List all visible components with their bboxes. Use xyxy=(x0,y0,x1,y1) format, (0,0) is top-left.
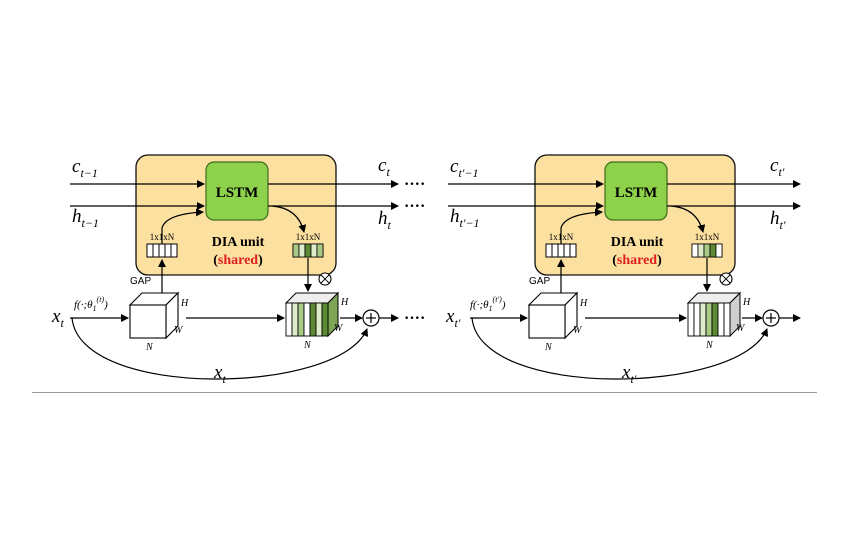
lstm-box xyxy=(205,161,269,221)
multiply-icon xyxy=(318,272,332,286)
add-icon xyxy=(762,309,780,327)
cube-N: N xyxy=(145,342,154,353)
gap-label: GAP xyxy=(529,276,550,287)
gap-vector xyxy=(545,243,577,258)
h-out-label: ht xyxy=(378,208,392,232)
out-N: N xyxy=(705,340,714,351)
cube-N: N xyxy=(544,342,553,353)
cube-H: H xyxy=(579,298,588,309)
attention-vector xyxy=(292,243,324,258)
output-tensor xyxy=(686,291,742,338)
unit-shared: (shared) xyxy=(612,253,662,268)
ellipsis-h: ···· xyxy=(404,198,425,215)
unit-title: DIA unit xyxy=(611,235,664,250)
right-block: LSTM ct′−1 ht′−1 ct′ ht′ 1x1xN 1x1xN DIA xyxy=(445,154,801,386)
ellipsis-c: ···· xyxy=(404,176,425,193)
gap-label: GAP xyxy=(130,276,151,287)
skip-label: xt xyxy=(213,362,226,386)
ellipsis-x: ···· xyxy=(404,310,425,327)
vec-to-lstm-arrow xyxy=(161,208,204,244)
input-cube xyxy=(128,291,180,340)
attention-vector xyxy=(691,243,723,258)
output-tensor xyxy=(284,291,340,338)
multiply-icon xyxy=(719,272,733,286)
c-out-label: ct xyxy=(378,155,390,179)
input-cube xyxy=(527,291,579,340)
c-out-label: ct′ xyxy=(770,155,785,179)
x-in-label: xt xyxy=(51,306,64,330)
h-in-label: ht′−1 xyxy=(450,206,480,230)
lstm-to-vec-arrow xyxy=(670,205,706,233)
c-in-label: ct′−1 xyxy=(450,156,479,180)
vec-out-label: 1x1xN xyxy=(695,232,720,242)
out-N: N xyxy=(303,340,312,351)
gap-vector xyxy=(146,243,178,258)
skip-connection xyxy=(471,317,769,380)
skip-connection xyxy=(71,317,369,380)
cube-H: H xyxy=(180,298,189,309)
lstm-box xyxy=(604,161,668,221)
cube-W: W xyxy=(573,325,583,336)
vec-out-label: 1x1xN xyxy=(296,232,321,242)
x-in-label: xt′ xyxy=(445,306,461,330)
unit-shared: (shared) xyxy=(213,253,263,268)
lstm-label: LSTM xyxy=(615,185,658,201)
cube-W: W xyxy=(174,325,184,336)
h-out-label: ht′ xyxy=(770,208,786,232)
lstm-label: LSTM xyxy=(216,185,259,201)
left-block: LSTM ct−1 ht−1 ct ht 1x1xN 1x1xN xyxy=(51,154,399,386)
out-W: W xyxy=(334,323,344,334)
out-W: W xyxy=(736,323,746,334)
unit-title: DIA unit xyxy=(212,235,265,250)
out-H: H xyxy=(742,297,751,308)
f-label: f(·;θ1(t′)) xyxy=(470,295,506,313)
out-H: H xyxy=(340,297,349,308)
h-in-label: ht−1 xyxy=(72,206,99,230)
c-in-label: ct−1 xyxy=(72,156,98,180)
f-label: f(·;θ1(t)) xyxy=(74,295,108,313)
separator-line xyxy=(32,392,817,393)
skip-label: xt′ xyxy=(621,362,637,386)
add-icon xyxy=(362,309,380,327)
vec-to-lstm-arrow xyxy=(560,208,603,244)
lstm-to-vec-arrow xyxy=(271,205,307,233)
